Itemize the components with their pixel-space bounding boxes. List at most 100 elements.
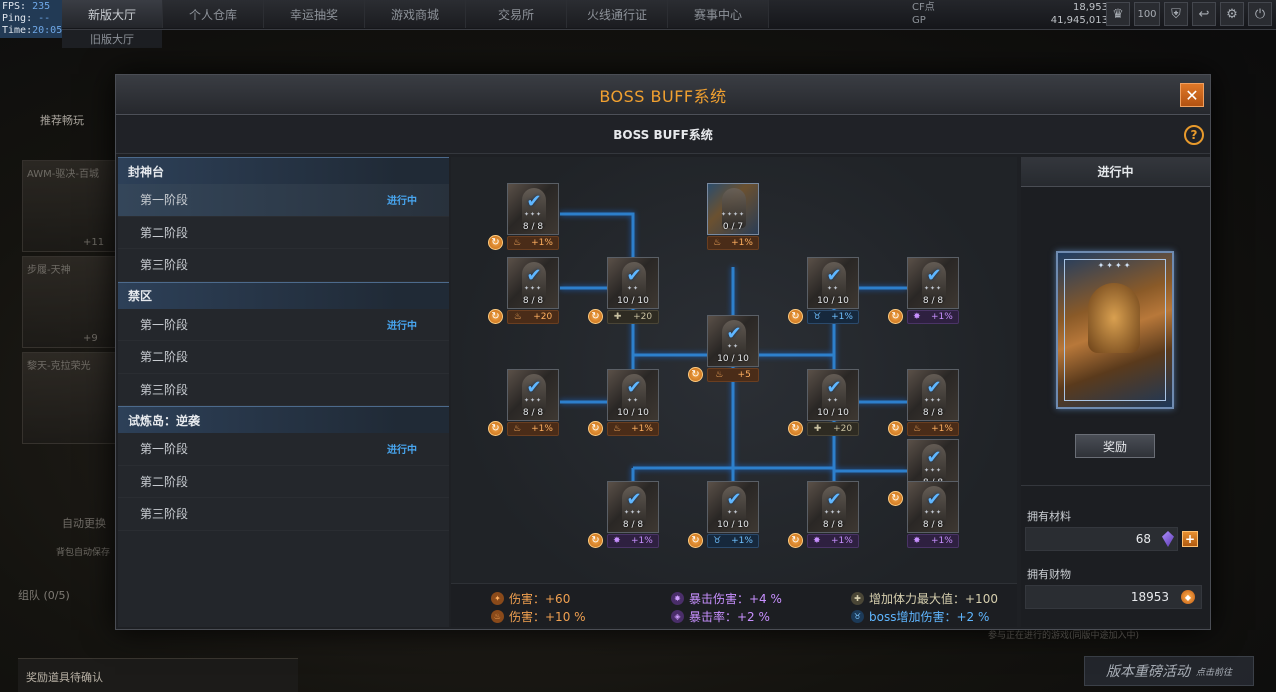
shield-icon[interactable]: ⛨: [1164, 2, 1188, 26]
nav-tab-shop[interactable]: 游戏商城: [365, 0, 466, 28]
refresh-icon[interactable]: ↻: [688, 367, 703, 382]
buff-value: +1%: [931, 536, 953, 546]
refresh-icon[interactable]: ↻: [688, 533, 703, 548]
buff-tag: ✸+1%: [607, 534, 659, 548]
buff-purple-icon: ✸: [813, 536, 821, 546]
node-portrait: [622, 486, 646, 526]
buff-node[interactable]: ✔✦✦10 / 10: [807, 257, 859, 309]
add-material-button[interactable]: +: [1182, 531, 1198, 547]
materials-value: 68: [1025, 527, 1178, 551]
buff-node[interactable]: ✦✦✦✦0 / 7: [707, 183, 759, 235]
boss-card[interactable]: ✦✦✦✦: [1056, 251, 1174, 409]
refresh-icon[interactable]: ↻: [788, 309, 803, 324]
buff-node[interactable]: ✔✦✦10 / 10: [607, 257, 659, 309]
return-icon[interactable]: ↩: [1192, 2, 1216, 26]
buff-node[interactable]: ✔✦✦✦8 / 8: [907, 481, 959, 533]
refresh-icon[interactable]: ↻: [788, 421, 803, 436]
stage-item[interactable]: 第三阶段: [118, 498, 449, 531]
crit-rate-icon: ◈: [671, 610, 684, 623]
buff-tag: ✸+1%: [807, 534, 859, 548]
help-button[interactable]: ?: [1184, 125, 1204, 145]
weapon-card-1[interactable]: AWM-驱决-百城 +11: [22, 160, 120, 252]
buff-value: +20: [633, 312, 653, 322]
stage-item[interactable]: 第一阶段进行中: [118, 308, 449, 341]
refresh-icon[interactable]: ↻: [488, 309, 503, 324]
checkmark-icon: ✔: [726, 488, 742, 510]
gp-label: GP: [912, 15, 926, 26]
buff-node[interactable]: ✔✦✦10 / 10: [707, 481, 759, 533]
nav-tab-old-lobby[interactable]: 旧版大厅: [62, 30, 162, 48]
buff-node[interactable]: ✔✦✦✦8 / 8: [607, 481, 659, 533]
reward-button[interactable]: 奖励: [1075, 434, 1155, 458]
stage-item[interactable]: 第三阶段: [118, 373, 449, 406]
node-count: 8 / 8: [922, 520, 944, 530]
nav-tab-events[interactable]: 赛事中心: [668, 0, 769, 28]
stage-item[interactable]: 第二阶段: [118, 216, 449, 249]
version-event-button[interactable]: 版本重磅活动 点击前往: [1084, 656, 1254, 686]
stage-item[interactable]: 第三阶段: [118, 249, 449, 282]
stage-item[interactable]: 第一阶段进行中: [118, 184, 449, 217]
buff-node[interactable]: ✔✦✦✦8 / 8: [507, 369, 559, 421]
materials-label: 拥有材料: [1027, 510, 1071, 523]
auto-replace-label: 自动更换: [62, 517, 106, 530]
nav-tab-warehouse[interactable]: 个人仓库: [163, 0, 264, 28]
close-button[interactable]: ✕: [1180, 83, 1204, 107]
refresh-icon[interactable]: ↻: [888, 421, 903, 436]
refresh-icon[interactable]: ↻: [488, 235, 503, 250]
buff-node[interactable]: ✔✦✦✦8 / 8: [507, 183, 559, 235]
power-icon[interactable]: ⏻: [1248, 2, 1272, 26]
rank-icon[interactable]: ♛: [1106, 2, 1130, 26]
checkmark-icon: ✔: [926, 264, 942, 286]
node-count: 10 / 10: [617, 296, 649, 306]
refresh-icon[interactable]: ↻: [788, 533, 803, 548]
stage-label: 第二阶段: [140, 350, 189, 365]
buff-node[interactable]: ✔✦✦✦8 / 8: [907, 257, 959, 309]
nav-tab-new-lobby[interactable]: 新版大厅: [62, 0, 163, 28]
level-badge[interactable]: 100: [1134, 2, 1160, 26]
refresh-icon[interactable]: ↻: [588, 309, 603, 324]
coin-icon: ◆: [1181, 590, 1195, 604]
stage-item[interactable]: 第一阶段进行中: [118, 433, 449, 466]
pending-reward-bar[interactable]: 奖励道具待确认: [18, 658, 298, 692]
buff-orange-icon: ♨: [913, 424, 922, 434]
stage-item[interactable]: 第二阶段: [118, 465, 449, 498]
checkmark-icon: ✔: [526, 376, 542, 398]
debug-overlay: FPS: 235 Ping: -- Time:20:05: [0, 0, 62, 38]
stage-item[interactable]: 第二阶段: [118, 341, 449, 374]
node-portrait: [522, 374, 546, 414]
checkmark-icon: ✔: [626, 264, 642, 286]
refresh-icon[interactable]: ↻: [588, 421, 603, 436]
buff-tag: ♨+1%: [507, 236, 559, 250]
refresh-icon[interactable]: ↻: [588, 533, 603, 548]
version-event-hint: 点击前往: [1195, 667, 1232, 678]
node-count: 8 / 8: [622, 520, 644, 530]
refresh-icon[interactable]: ↻: [888, 309, 903, 324]
checkmark-icon: ✔: [526, 264, 542, 286]
buff-node[interactable]: ✔✦✦10 / 10: [607, 369, 659, 421]
buff-node[interactable]: ✔✦✦✦8 / 8: [507, 257, 559, 309]
refresh-icon[interactable]: ↻: [888, 491, 903, 506]
buff-tag: ✸+1%: [907, 534, 959, 548]
nav-tab-exchange[interactable]: 交易所: [466, 0, 567, 28]
checkmark-icon: ✔: [626, 376, 642, 398]
buff-node[interactable]: ✔✦✦✦8 / 8: [807, 481, 859, 533]
weapon-card-3[interactable]: 黎天-克拉荣光: [22, 352, 120, 444]
buff-node[interactable]: ✔✦✦✦8 / 8: [907, 439, 959, 491]
summary-damage-flat: ✦伤害：+60: [491, 590, 570, 607]
weapon-2-name: 步履-天神: [27, 265, 71, 276]
wealth-label: 拥有财物: [1027, 568, 1071, 581]
node-stars: ✦✦✦: [523, 285, 543, 292]
nav-tab-battle-pass[interactable]: 火线通行证: [567, 0, 668, 28]
buff-node[interactable]: ✔✦✦10 / 10: [707, 315, 759, 367]
nav-tab-lottery[interactable]: 幸运抽奖: [264, 0, 365, 28]
gear-icon[interactable]: ⚙: [1220, 2, 1244, 26]
stage-label: 第二阶段: [140, 225, 189, 240]
divider: [1021, 485, 1210, 486]
buff-node[interactable]: ✔✦✦10 / 10: [807, 369, 859, 421]
buff-node[interactable]: ✔✦✦✦8 / 8: [907, 369, 959, 421]
summary-text: 暴击率：+2 %: [689, 610, 770, 624]
refresh-icon[interactable]: ↻: [488, 421, 503, 436]
weapon-card-2[interactable]: 步履-天神 +9: [22, 256, 120, 348]
card-stars: ✦✦✦✦: [1097, 261, 1133, 270]
join-notice: 参与正在进行的游戏(同版中途加入中): [988, 631, 1140, 641]
